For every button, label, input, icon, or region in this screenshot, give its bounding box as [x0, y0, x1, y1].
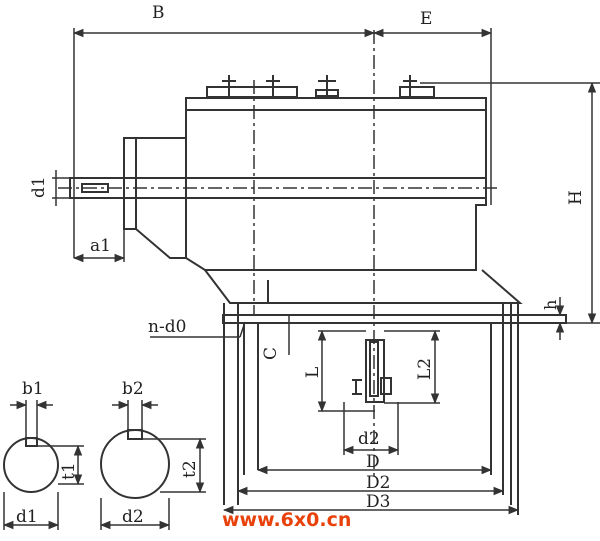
dim-label-t2: t2	[180, 460, 200, 478]
section-1-dims	[2, 400, 84, 530]
center-lines	[58, 30, 500, 480]
top-cover-right	[399, 86, 435, 98]
dimension-lines	[52, 28, 600, 515]
dim-label-H: H	[566, 190, 586, 205]
dim-label-L: L	[303, 367, 323, 378]
shaft-section-2	[100, 429, 170, 499]
dim-label-h: h	[541, 300, 560, 310]
input-housing	[135, 137, 187, 259]
input-flange	[123, 137, 137, 230]
dim-label-B: B	[152, 3, 165, 23]
dim-label-d1-section: d1	[16, 507, 38, 527]
dim-label-d2-section: d2	[122, 507, 144, 527]
dim-label-a1: a1	[90, 236, 111, 256]
section-2-dims	[99, 400, 206, 530]
dim-label-d1-shaft: d1	[29, 176, 49, 198]
top-cover-left	[206, 86, 298, 98]
watermark-text: www.6x0.cn	[222, 509, 351, 531]
dim-label-n-d0: n-d0	[148, 317, 186, 337]
base-flange	[222, 314, 567, 324]
dim-label-C: C	[261, 347, 281, 360]
dim-label-t1: t1	[59, 462, 79, 480]
dim-label-D2: D2	[366, 473, 390, 493]
dim-label-D3: D3	[366, 492, 390, 512]
dim-label-L2: L2	[415, 358, 435, 380]
dim-label-d2-shaft: d2	[358, 429, 380, 449]
dim-label-D: D	[366, 452, 380, 472]
lower-housing	[204, 269, 523, 304]
gearbox-body	[185, 97, 487, 271]
dim-label-b2: b2	[122, 379, 144, 399]
bolt-icon	[222, 75, 417, 98]
output-shaft	[365, 339, 385, 403]
dim-label-E: E	[420, 9, 432, 29]
dim-label-b1: b1	[22, 379, 44, 399]
shaft-section-1	[3, 437, 59, 493]
main-outline	[69, 75, 567, 515]
